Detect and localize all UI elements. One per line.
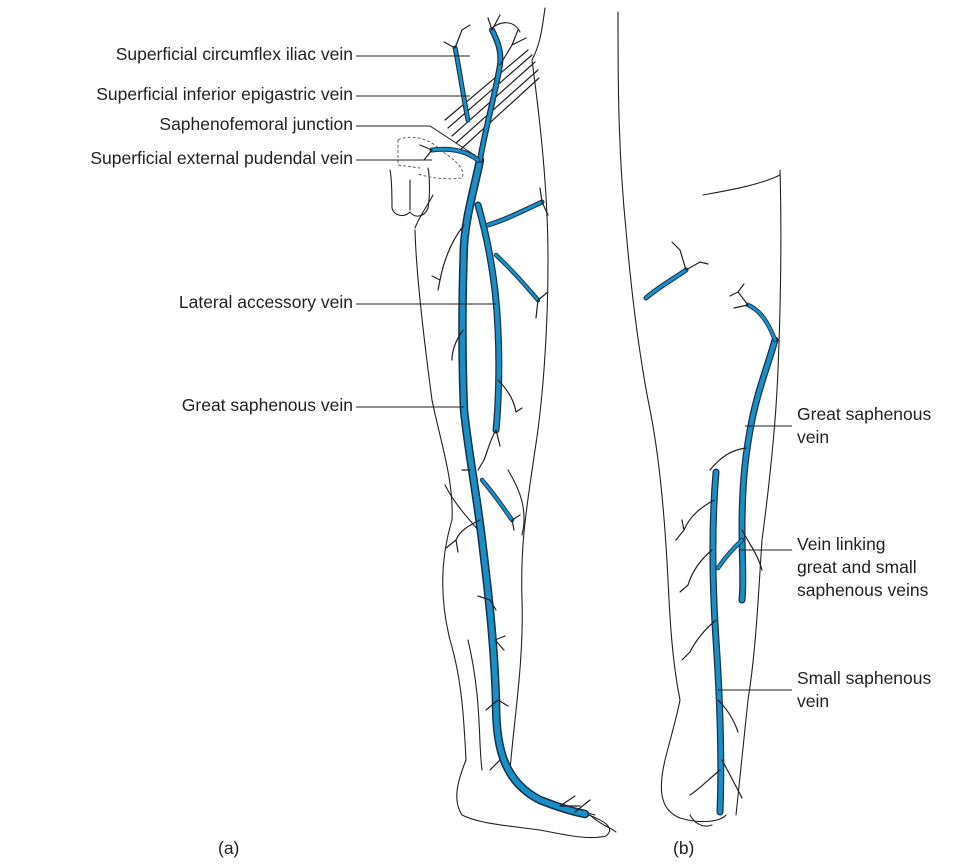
label-superficial-inferior-epigastric-vein: Superficial inferior epigastric vein (96, 84, 353, 105)
label-vein-linking-line1: Vein linking (797, 534, 886, 555)
superficial-circumflex-iliac-vein-drawing (444, 15, 526, 160)
leader-lines-b (718, 426, 792, 690)
thigh-branches-a (432, 225, 522, 470)
lateral-accessory-vein-drawing (478, 188, 548, 430)
label-vein-linking-line2: great and small (797, 557, 917, 578)
label-small-saphenous-vein-line2: vein (797, 691, 829, 712)
label-vein-linking-line3: saphenous veins (797, 580, 928, 601)
label-superficial-external-pudendal-vein: Superficial external pudendal vein (90, 148, 353, 169)
label-superficial-circumflex-iliac-vein: Superficial circumflex iliac vein (116, 44, 353, 65)
small-saphenous-vein-b (713, 472, 721, 812)
caption-a: (a) (218, 838, 239, 859)
label-great-saphenous-vein-b-line1: Great saphenous (797, 404, 931, 425)
superficial-external-pudendal-vein-drawing (420, 145, 478, 160)
leg-a-outline (390, 8, 616, 838)
leg-b-outline (618, 12, 781, 826)
linking-vein-b (718, 540, 742, 568)
upper-branch-b (646, 242, 708, 298)
great-saphenous-vein-b (710, 284, 775, 600)
calf-branches-b (676, 500, 742, 798)
great-saphenous-vein-a (463, 160, 586, 814)
label-small-saphenous-vein-line1: Small saphenous (797, 668, 931, 689)
label-great-saphenous-vein-b-line2: vein (797, 427, 829, 448)
label-saphenofemoral-junction: Saphenofemoral junction (159, 114, 353, 135)
label-great-saphenous-vein-a: Great saphenous vein (182, 395, 353, 416)
calf-branches-a (486, 636, 590, 812)
label-lateral-accessory-vein: Lateral accessory vein (179, 292, 353, 313)
caption-b: (b) (673, 838, 694, 859)
